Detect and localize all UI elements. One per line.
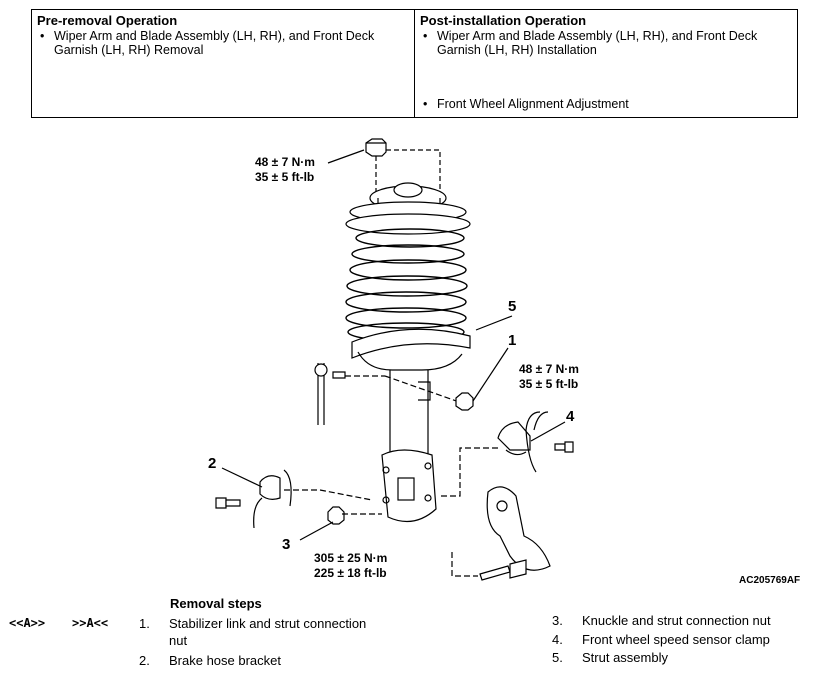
torque-nm: 305 ± 25 N·m	[314, 551, 388, 565]
callout-4: 4	[566, 408, 575, 425]
nut-3-icon	[299, 506, 382, 541]
bullet: •	[40, 29, 45, 43]
step-number: 2.	[139, 653, 150, 668]
post-installation-item-text: Front Wheel Alignment Adjustment	[437, 97, 629, 111]
bullet: •	[423, 29, 428, 43]
coil-spring	[345, 228, 468, 342]
post-installation-column: Post-installation Operation • Wiper Arm …	[415, 10, 797, 117]
operations-table: Pre-removal Operation • Wiper Arm and Bl…	[31, 9, 798, 118]
sensor-clamp	[440, 411, 574, 497]
lower-spring-seat	[351, 328, 471, 359]
torque-spec-top: 48 ± 7 N·m 35 ± 5 ft-lb	[255, 155, 315, 185]
step-text: Stabilizer link and strut connection	[169, 616, 367, 631]
step-number: 5.	[552, 650, 563, 665]
step-number: 1.	[139, 616, 150, 631]
figure-code: AC205769AF	[739, 575, 801, 586]
pre-removal-title: Pre-removal Operation	[37, 13, 178, 28]
torque-ftlb: 225 ± 18 ft-lb	[314, 566, 387, 580]
callout-3: 3	[282, 536, 291, 553]
step-text: Knuckle and strut connection nut	[582, 613, 771, 628]
bullet: •	[423, 97, 428, 111]
callout-2: 2	[208, 455, 217, 472]
post-installation-item: • Front Wheel Alignment Adjustment	[420, 97, 797, 111]
brake-hose-bracket	[215, 467, 373, 529]
torque-nm: 48 ± 7 N·m	[255, 155, 315, 169]
callout-1: 1	[508, 332, 517, 349]
callout-5: 5	[508, 298, 517, 315]
step-text: Front wheel speed sensor clamp	[582, 632, 770, 647]
step-text: Brake hose bracket	[169, 653, 282, 668]
step-text-continued: nut	[169, 633, 188, 648]
torque-ftlb: 35 ± 5 ft-lb	[519, 377, 579, 391]
leader-line	[327, 149, 365, 164]
seat-cup	[357, 351, 463, 371]
reference-mark-removal: <<A>>	[9, 616, 46, 630]
step-number: 4.	[552, 632, 563, 647]
step-text: Strut assembly	[582, 650, 668, 665]
post-installation-title: Post-installation Operation	[420, 13, 587, 28]
knuckle	[486, 486, 551, 571]
nut-1-icon	[455, 392, 474, 411]
torque-ftlb: 35 ± 5 ft-lb	[255, 170, 315, 184]
upper-mount	[345, 182, 471, 235]
pre-removal-item: • Wiper Arm and Blade Assembly (LH, RH),…	[37, 29, 409, 57]
step-number: 3.	[552, 613, 563, 628]
top-nut-icon	[365, 138, 387, 198]
pre-removal-column: Pre-removal Operation • Wiper Arm and Bl…	[32, 10, 415, 117]
torque-nm: 48 ± 7 N·m	[519, 362, 579, 376]
reference-mark-installation: >>A<<	[72, 616, 109, 630]
torque-spec-right: 48 ± 7 N·m 35 ± 5 ft-lb	[519, 362, 579, 392]
post-installation-item: • Wiper Arm and Blade Assembly (LH, RH),…	[420, 29, 792, 57]
strut-body	[381, 370, 437, 523]
stabilizer-link	[314, 363, 466, 425]
torque-spec-bottom: 305 ± 25 N·m 225 ± 18 ft-lb	[314, 551, 387, 581]
lower-bolt-icon	[451, 552, 527, 581]
pre-removal-item-text: Wiper Arm and Blade Assembly (LH, RH), a…	[54, 29, 375, 57]
removal-steps-title: Removal steps	[170, 596, 262, 611]
post-installation-item-text: Wiper Arm and Blade Assembly (LH, RH), a…	[437, 29, 758, 57]
